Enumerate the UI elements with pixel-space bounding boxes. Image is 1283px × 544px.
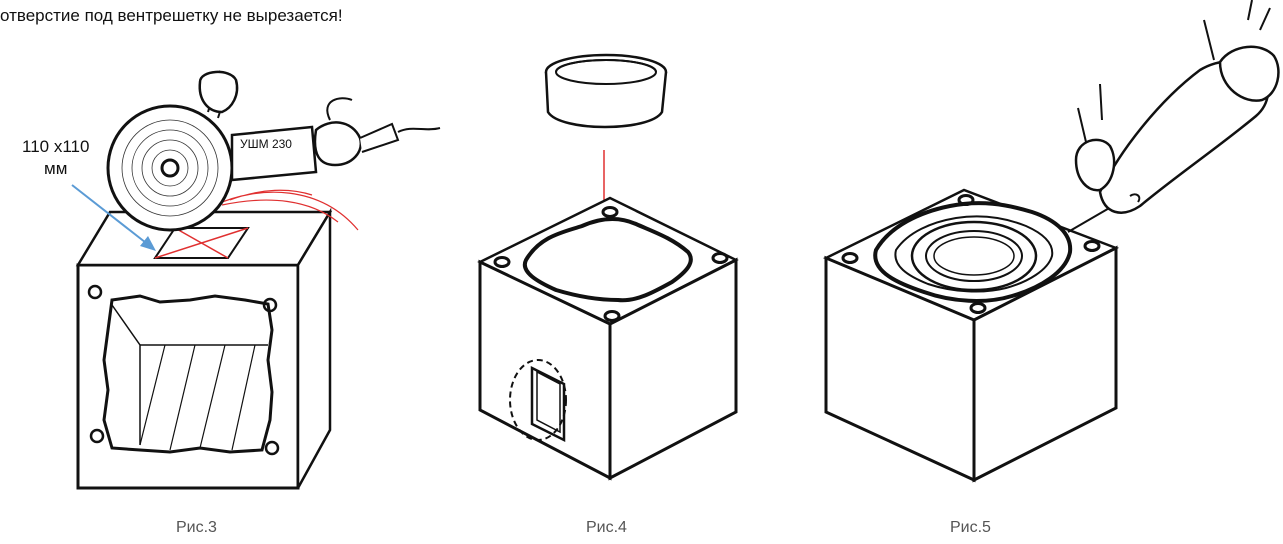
cube-right-face [972, 245, 1118, 483]
figure-3: 110 х110 мм УШМ 230 Рис.3 [0, 0, 441, 544]
upper-hand [198, 70, 239, 114]
cube-right-face [608, 257, 738, 481]
corner-hole-tl [87, 284, 103, 300]
dimension-line-2: мм [44, 159, 68, 178]
hole-bottom [969, 302, 987, 314]
figure-4: Рис.4 [440, 0, 740, 544]
hole-top [957, 194, 975, 206]
right-hand [313, 121, 363, 167]
grinder-body [230, 125, 318, 182]
instruction-note: отверстие под вентрешетку не вырезается! [0, 6, 343, 25]
dimension-arrow [71, 184, 151, 247]
corner-hole-tr [262, 297, 278, 313]
hole-top [601, 206, 619, 218]
glove-hand-upper [1218, 45, 1280, 102]
hole-left [493, 256, 511, 268]
corner-hole-br [264, 440, 280, 456]
cut-cross [154, 227, 249, 259]
figure-3-caption: Рис.3 [176, 519, 217, 536]
vent-dashed-outline [509, 359, 567, 441]
dimension-line-1: 110 х110 [22, 137, 90, 156]
figure-5: Рис.5 [800, 0, 1283, 544]
figure-5-caption: Рис.5 [950, 519, 991, 536]
hole-right [1083, 240, 1101, 252]
corner-hole-bl [89, 428, 105, 444]
grinder-disc-hub [160, 158, 180, 178]
adapter-ring-inner [925, 230, 1023, 282]
hole-bottom [603, 310, 621, 322]
grinder-disc [106, 104, 234, 232]
figure-4-caption: Рис.4 [586, 519, 627, 536]
block-right-face [296, 207, 332, 489]
dimension-label: 110 х110 мм [22, 136, 89, 180]
glove-hand-lower [1074, 138, 1116, 192]
hole-right [711, 252, 729, 264]
figure-4-drawing [477, 53, 739, 481]
spark-arcs [214, 189, 359, 231]
figure-5-drawing [822, 0, 1280, 483]
ring-side [544, 71, 668, 129]
figure-3-drawing [71, 70, 441, 490]
top-opening [522, 217, 693, 303]
power-cable [397, 127, 441, 133]
hole-left [841, 252, 859, 264]
grinder-label: УШМ 230 [240, 137, 292, 151]
